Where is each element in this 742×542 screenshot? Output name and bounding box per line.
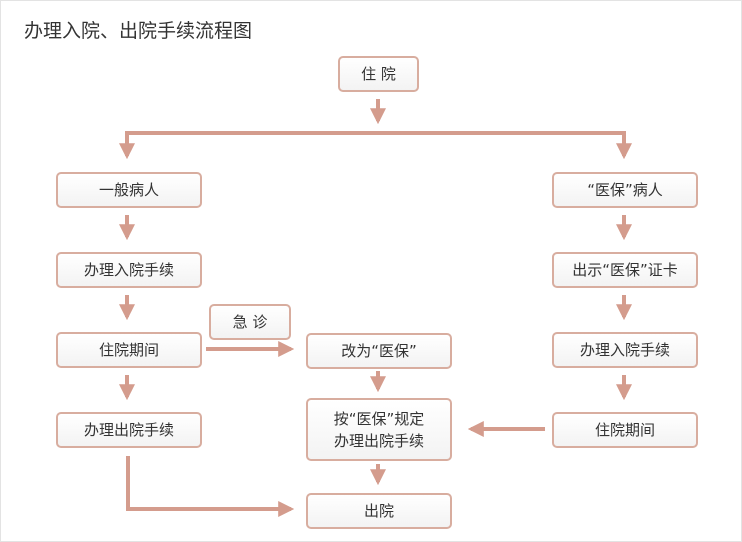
node-insured-admit: 办理入院手续 — [552, 332, 698, 368]
node-insured-stay: 住院期间 — [552, 412, 698, 448]
node-insured-discharge-line1: 按“医保”规定 — [333, 409, 425, 428]
node-emergency: 急 诊 — [209, 304, 291, 340]
node-general-discharge: 办理出院手续 — [56, 412, 202, 448]
node-change-insurance: 改为“医保” — [306, 333, 452, 369]
node-insured-discharge-line2: 办理出院手续 — [333, 431, 424, 450]
node-insured-discharge: 按“医保”规定 办理出院手续 — [306, 398, 452, 461]
node-admission: 住 院 — [338, 56, 419, 92]
node-show-card: 出示“医保”证卡 — [552, 252, 698, 288]
page-title: 办理入院、出院手续流程图 — [24, 20, 253, 42]
node-general-stay: 住院期间 — [56, 332, 202, 368]
node-discharge: 出院 — [306, 493, 452, 529]
arrow-general-discharge-to-exit — [126, 456, 295, 517]
node-general-patient: 一般病人 — [56, 172, 202, 208]
node-general-admit: 办理入院手续 — [56, 252, 202, 288]
node-insured-patient: “医保”病人 — [552, 172, 698, 208]
